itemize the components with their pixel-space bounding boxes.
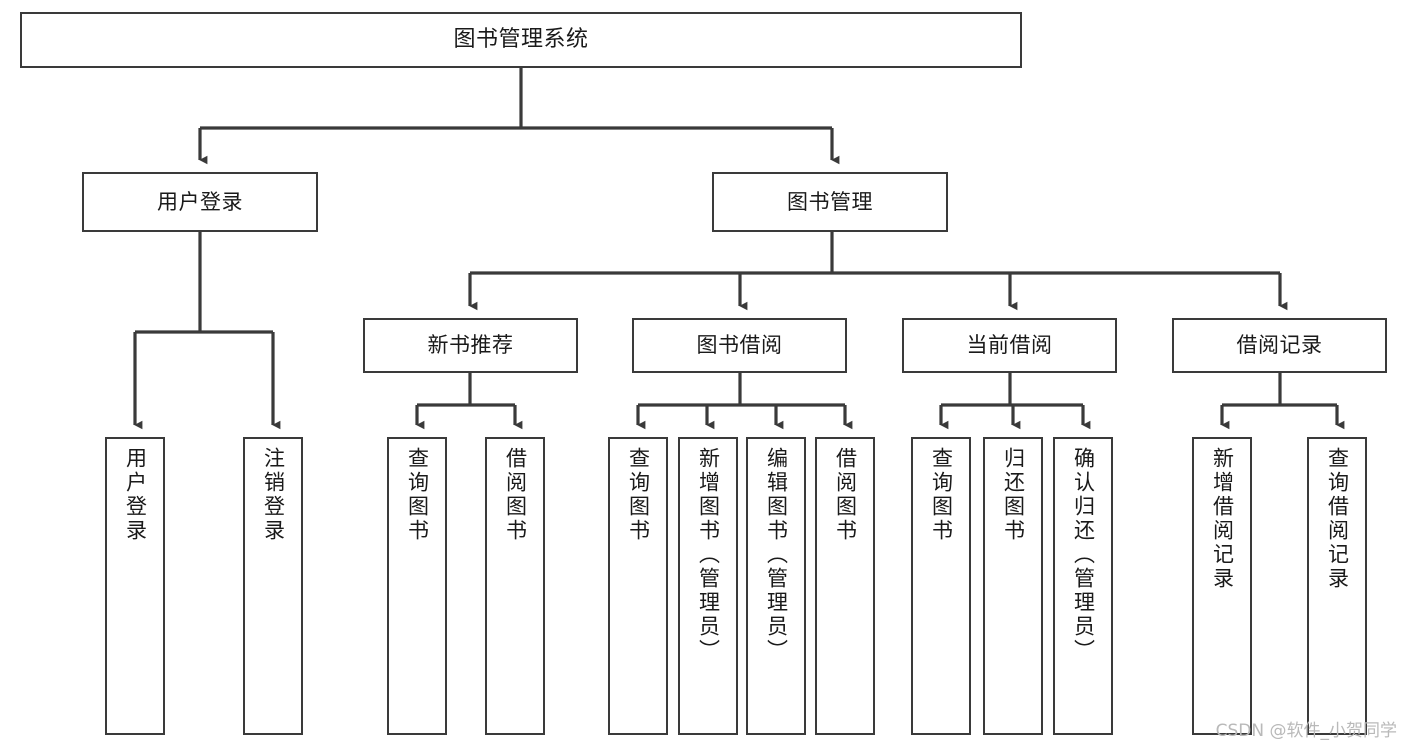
node-book-manage[interactable]: 图书管理 <box>712 172 948 232</box>
node-user-login[interactable]: 用户登录 <box>82 172 318 232</box>
node-leaf-logout[interactable]: 注销登录 <box>243 437 303 735</box>
node-label: 查询图书 <box>405 447 430 543</box>
node-label: 新书推荐 <box>427 333 514 358</box>
node-label: 借阅记录 <box>1236 333 1323 358</box>
node-label: 借阅图书 <box>503 447 528 543</box>
watermark-text: CSDN @软件_小贺同学 <box>1215 721 1397 741</box>
node-leaf-add-book[interactable]: 新增图书（管理员） <box>678 437 738 735</box>
node-book-borrow[interactable]: 图书借阅 <box>632 318 847 373</box>
node-label: 用户登录 <box>123 447 148 543</box>
node-label: 编辑图书（管理员） <box>764 447 789 663</box>
node-label: 查询图书 <box>929 447 954 543</box>
node-leaf-query-borrow-record[interactable]: 查询借阅记录 <box>1307 437 1367 735</box>
node-label: 当前借阅 <box>966 333 1053 358</box>
node-label: 图书管理系统 <box>453 27 589 53</box>
node-leaf-borrow-book-2[interactable]: 借阅图书 <box>815 437 875 735</box>
node-label: 图书借阅 <box>696 333 783 358</box>
node-label: 用户登录 <box>157 189 243 214</box>
node-label: 注销登录 <box>261 447 286 543</box>
node-root-system[interactable]: 图书管理系统 <box>20 12 1022 68</box>
node-leaf-return-book[interactable]: 归还图书 <box>983 437 1043 735</box>
node-label: 图书管理 <box>787 189 873 214</box>
node-label: 新增借阅记录 <box>1210 447 1235 591</box>
node-borrow-record[interactable]: 借阅记录 <box>1172 318 1387 373</box>
node-new-book-recommend[interactable]: 新书推荐 <box>363 318 578 373</box>
node-leaf-edit-book[interactable]: 编辑图书（管理员） <box>746 437 806 735</box>
node-label: 查询图书 <box>626 447 651 543</box>
node-leaf-borrow-book-1[interactable]: 借阅图书 <box>485 437 545 735</box>
node-leaf-query-book-1[interactable]: 查询图书 <box>387 437 447 735</box>
node-label: 查询借阅记录 <box>1325 447 1350 591</box>
node-leaf-confirm-return[interactable]: 确认归还（管理员） <box>1053 437 1113 735</box>
node-label: 归还图书 <box>1001 447 1026 543</box>
node-leaf-add-borrow-record[interactable]: 新增借阅记录 <box>1192 437 1252 735</box>
node-leaf-query-book-2[interactable]: 查询图书 <box>608 437 668 735</box>
node-leaf-query-book-3[interactable]: 查询图书 <box>911 437 971 735</box>
node-label: 新增图书（管理员） <box>696 447 721 663</box>
node-current-borrow[interactable]: 当前借阅 <box>902 318 1117 373</box>
node-label: 借阅图书 <box>833 447 858 543</box>
node-leaf-user-login[interactable]: 用户登录 <box>105 437 165 735</box>
node-label: 确认归还（管理员） <box>1071 447 1096 663</box>
